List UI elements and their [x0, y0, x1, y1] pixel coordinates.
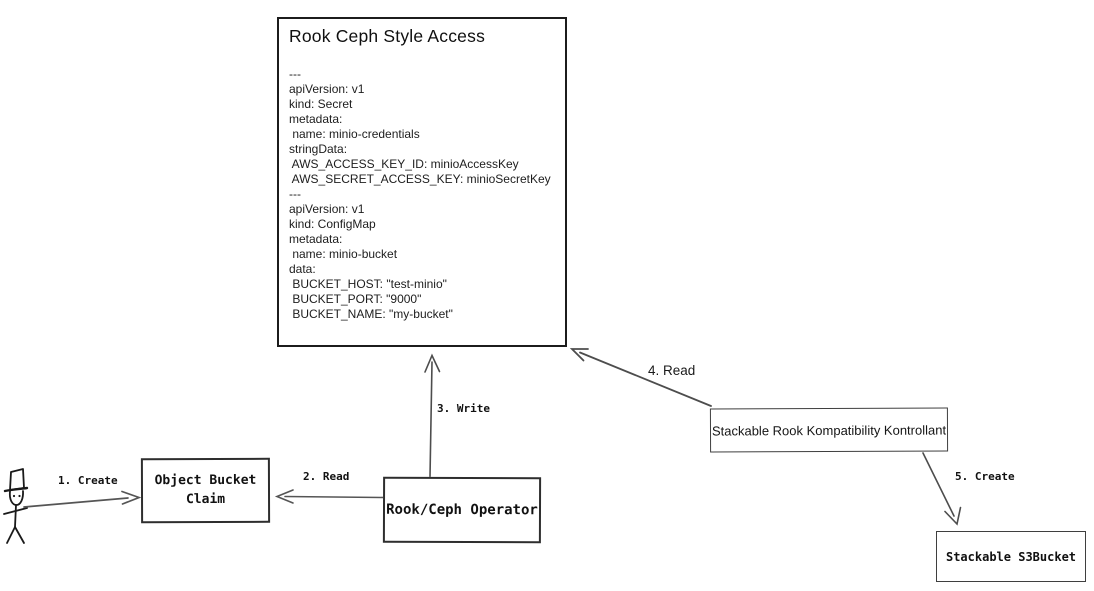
- node-stackable-rook-kompatibility-kontrollant: Stackable Rook Kompatibility Kontrollant: [709, 407, 949, 453]
- spec-yaml-content: --- apiVersion: v1 kind: Secret metadata…: [289, 67, 551, 321]
- spec-box: Rook Ceph Style Access --- apiVersion: v…: [277, 17, 567, 347]
- node-object-bucket-claim-label: Object Bucket Claim: [154, 473, 257, 507]
- node-stackable-s3bucket-label: Stackable S3Bucket: [945, 549, 1077, 564]
- arrow-5-create: [922, 452, 962, 526]
- actor-body: [14, 504, 17, 528]
- node-stackable-rook-kompatibility-kontrollant-label: Stackable Rook Kompatibility Kontrollant: [711, 421, 947, 439]
- arrow-label-1-create: 1. Create: [58, 474, 118, 487]
- spec-box-title: Rook Ceph Style Access: [289, 26, 486, 46]
- node-rook-ceph-operator: Rook/Ceph Operator: [382, 476, 542, 544]
- arrow-1-create: [23, 490, 142, 508]
- user-actor-icon: [3, 468, 29, 544]
- arrow-label-4-read: 4. Read: [648, 363, 696, 378]
- arrow-3-write: [424, 353, 441, 478]
- node-rook-ceph-operator-label: Rook/Ceph Operator: [386, 501, 538, 519]
- arrow-2-read: [274, 489, 384, 504]
- arrow-label-3-write: 3. Write: [437, 402, 490, 415]
- actor-eye-left: [12, 494, 16, 498]
- actor-head: [8, 490, 24, 506]
- actor-arm: [3, 507, 28, 515]
- arrow-label-2-read: 2. Read: [303, 470, 350, 483]
- node-stackable-s3bucket: Stackable S3Bucket: [936, 531, 1086, 582]
- actor-hat: [9, 468, 25, 491]
- node-object-bucket-claim: Object Bucket Claim: [140, 457, 271, 524]
- arrow-label-5-create: 5. Create: [955, 470, 1015, 483]
- actor-legs: [6, 526, 25, 544]
- actor-eye-right: [18, 494, 21, 498]
- actor-hat-brim: [3, 486, 29, 493]
